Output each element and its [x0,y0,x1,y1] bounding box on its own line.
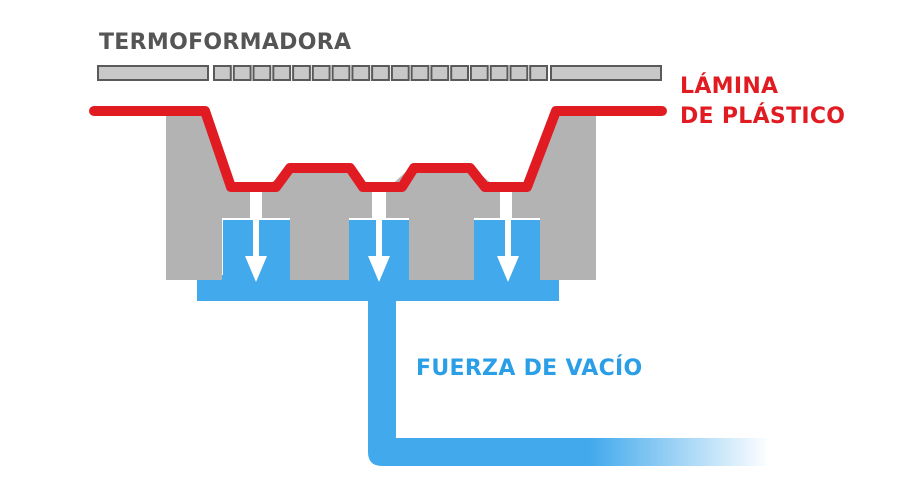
heater-bar [97,65,662,81]
heater-segment [509,65,529,81]
plastic-sheet-label-line2: DE PLÁSTICO [680,104,846,129]
vacuum-channels [197,220,770,466]
heater-segment [311,65,331,81]
plastic-sheet-label-line1: LÁMINA [680,74,779,99]
plastic-sheet-label: LÁMINA DE PLÁSTICO [680,72,845,132]
plastic-sheet [89,106,667,192]
thermoformer-label: TERMOFORMADORA [99,30,352,55]
mold [166,115,596,280]
heater-segment [489,65,509,81]
heater-segment [213,65,232,81]
heater-segment [390,65,410,81]
vacuum-force-label: FUERZA DE VACÍO [416,356,643,381]
heater-segment [252,65,272,81]
heater-segment [272,65,292,81]
heater-segments [213,65,549,81]
arrow-down-icon [368,218,390,282]
heater-segment [529,65,549,81]
arrow-down-icon [497,218,519,282]
heater-segment [351,65,371,81]
heater-segment [371,65,390,81]
heater-segment [450,65,470,81]
heater-segment [331,65,351,81]
heater-segment [410,65,430,81]
heater-segment [232,65,252,81]
arrow-down-icon [245,218,267,282]
heater-segment [430,65,450,81]
heater-segment [292,65,311,81]
heater-segment [469,65,489,81]
